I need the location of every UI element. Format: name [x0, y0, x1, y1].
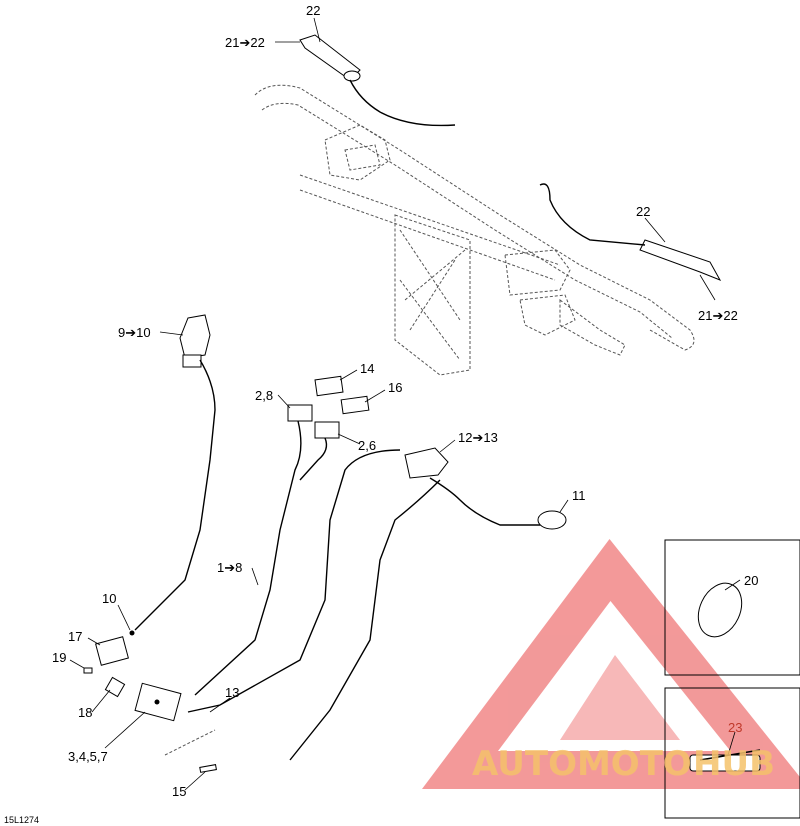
connector-16: [340, 395, 370, 415]
inset-box-20: [664, 539, 800, 676]
connector-3-4-5-7: [134, 682, 182, 722]
seal-18: [104, 676, 126, 698]
callout-16: 16: [388, 380, 402, 395]
callout-3-4-5-7: 3,4,5,7: [68, 749, 108, 764]
handlebar-assembly: [254, 84, 695, 376]
watermark-logo: [422, 538, 800, 789]
leader-lines: [69, 17, 741, 791]
inset-box-23: [664, 687, 800, 819]
callout-23: 23: [728, 720, 742, 735]
callout-2-6: 2,6: [358, 438, 376, 453]
callout-21-22-right: 21➔22: [698, 308, 738, 323]
watermark-text: AUTOMOTO HUB: [472, 744, 775, 784]
callout-22-right: 22: [636, 204, 650, 219]
callout-10: 10: [102, 591, 116, 606]
heater-element-11: [537, 510, 567, 530]
callout-22-top: 22: [306, 3, 320, 18]
grip-heater-right: [539, 183, 722, 281]
watermark-brand-right: HUB: [693, 744, 775, 784]
switch-12-13: [187, 447, 540, 761]
callout-9-10: 9➔10: [118, 325, 151, 340]
callout-15: 15: [172, 784, 186, 799]
callout-labels: 22 21➔22 22 21➔22 9➔10 14 16 2,8 2,6 12➔…: [4, 3, 758, 825]
figure-code: 15L1274: [4, 815, 39, 825]
callout-21-22-top: 21➔22: [225, 35, 265, 50]
harness-1-8: [194, 404, 340, 696]
terminal-19: [83, 667, 93, 674]
callout-14: 14: [360, 361, 374, 376]
callout-2-8: 2,8: [255, 388, 273, 403]
callout-1-8: 1➔8: [217, 560, 242, 575]
connector-17: [95, 636, 129, 666]
callout-20: 20: [744, 573, 758, 588]
callout-19: 19: [52, 650, 66, 665]
watermark-brand-left: AUTOMOTO: [472, 744, 692, 784]
switch-9-10: [129, 314, 216, 636]
connector-14: [314, 375, 344, 397]
callout-18: 18: [78, 705, 92, 720]
callout-17: 17: [68, 629, 82, 644]
grip-heater-left: [299, 34, 456, 127]
terminal-15: [164, 729, 217, 773]
callout-13: 13: [225, 685, 239, 700]
callout-12-13: 12➔13: [458, 430, 498, 445]
callout-11: 11: [572, 488, 586, 503]
